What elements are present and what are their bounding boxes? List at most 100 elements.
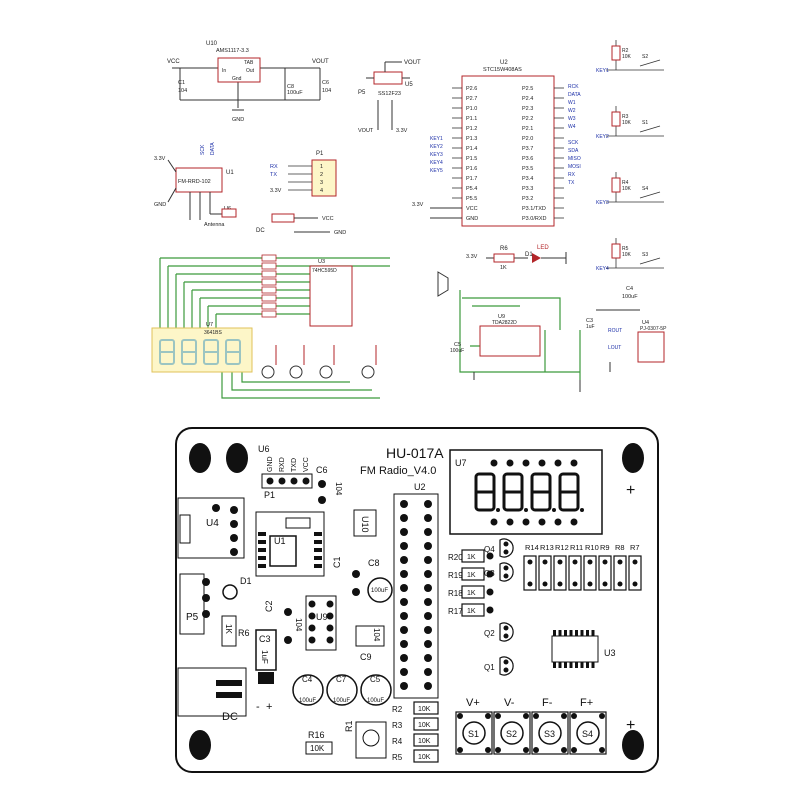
mcu-left-net: KEY5 — [430, 168, 443, 174]
mcu-right-net: SCK — [568, 140, 579, 146]
mcu-right-pin: P3.6 — [522, 156, 533, 162]
mcu-right-pin: P2.0 — [522, 136, 533, 142]
key-resistor-value: 10K — [622, 252, 632, 258]
pcb-r16-footprint — [305, 741, 333, 755]
pcb-transistor-ref: Q2 — [484, 629, 495, 638]
mcu-right-net: MOSI — [568, 164, 581, 170]
regulator-vcc-label: VCC — [167, 59, 180, 65]
regulator-out-pin: Out — [246, 68, 255, 74]
schematic-display-digits — [159, 339, 241, 365]
mounting-hole-top-left-2 — [226, 443, 248, 473]
mcu-right-net: W4 — [568, 124, 576, 130]
pcb-transistor — [499, 656, 514, 676]
key-resistor-value: 10K — [622, 186, 632, 192]
mcu-left-pin: P5.5 — [466, 196, 477, 202]
pcb-resistor-value: 1K — [467, 572, 476, 579]
led-3v3-label: 3.3V — [466, 254, 478, 260]
regulator-chip — [217, 57, 261, 83]
pcb-resistor — [461, 585, 485, 599]
pcb-c9-footprint — [355, 625, 385, 647]
fm-module-section: FM-RRD-102 U1 3.3V GND SCK DATA U6 Anten… — [154, 142, 237, 228]
pcb-resistor — [461, 567, 485, 581]
pcb-resistor-ref: R9 — [600, 543, 610, 552]
pcb-button-label: V+ — [466, 697, 480, 709]
key-resistor-ref: R4 — [622, 180, 629, 186]
mcu-right-pin: P2.4 — [522, 96, 533, 102]
u5-ref: U5 — [405, 82, 413, 88]
mcu-right-pin: P3.7 — [522, 146, 533, 152]
led-resistor-ref: R6 — [500, 246, 508, 252]
mcu-right-pin: P2.2 — [522, 116, 533, 122]
mcu-right-pin: P3.0/RXD — [522, 216, 546, 222]
pcb-button-ref: S3 — [544, 729, 555, 739]
p5-label: P5 — [358, 90, 366, 96]
audio-jack-ref: U4 — [642, 320, 649, 326]
header-pin-net: TX — [270, 172, 277, 178]
u5-vout-label: VOUT — [404, 60, 421, 66]
mcu-right-net: TX — [568, 180, 575, 186]
fm-gnd-label: GND — [154, 202, 166, 208]
shift-register-chip — [309, 265, 353, 327]
mcu-right-pin: P3.3 — [522, 186, 533, 192]
mcu-right-pin: P3.2 — [522, 196, 533, 202]
pcb-r1-label: R1 — [344, 720, 354, 732]
regulator-part: AMS1117-3.3 — [216, 48, 249, 54]
pcb-c6-label: C6 — [316, 465, 328, 475]
pcb-resistor — [461, 603, 485, 617]
pcb-p1-pin-label: RXD — [279, 457, 286, 472]
key-switch-ref: S4 — [642, 186, 648, 192]
pcb-c3-value: 1uF — [260, 650, 269, 664]
led-diode-symbol — [532, 253, 541, 263]
header-p1-ref: P1 — [316, 151, 324, 157]
pcb-resistor-ref: R8 — [615, 543, 625, 552]
fm-module-part: FM-RRD-102 — [178, 179, 211, 185]
pcb-button-label: F+ — [580, 697, 593, 709]
c6-ref: C6 — [322, 80, 329, 86]
pcb-u4-label: U4 — [206, 518, 219, 529]
pcb-p5-switch — [179, 573, 205, 635]
pcb-transistor — [499, 622, 514, 642]
pcb-buttons: V+S1V-S2F-S3F+S4 — [455, 697, 607, 755]
pcb-electrolytic-ref: C4 — [302, 675, 313, 684]
u5-part: SS12F23 — [378, 91, 401, 97]
pcb-resistor-ref: R5 — [392, 753, 403, 762]
mcu-right-pin: P2.5 — [522, 86, 533, 92]
shift-register-ref: U3 — [318, 259, 325, 265]
display-part: 3641BS — [204, 330, 222, 336]
pcb-electrolytic-ref: C5 — [370, 675, 381, 684]
audio-jack-symbol — [637, 331, 665, 363]
pcb-resistor-value: 10K — [418, 738, 431, 745]
pcb-u1-label: U1 — [274, 536, 286, 546]
dc-jack-symbol — [271, 213, 295, 223]
fm-module-ref: U1 — [226, 170, 234, 176]
fm-sck-net: SCK — [200, 144, 206, 155]
pcb-d1-label: D1 — [240, 576, 252, 586]
regulator-gnd-label: GND — [232, 117, 244, 123]
key-resistor-ref: R3 — [622, 114, 629, 120]
pcb-subtitle: FM Radio_V4.0 — [360, 465, 436, 477]
mcu-left-net: KEY2 — [430, 144, 443, 150]
pcb-u2-label: U2 — [414, 482, 426, 492]
display-symbol — [151, 327, 253, 373]
mcu-right-pin: P2.3 — [522, 106, 533, 112]
pcb-button-ref: S4 — [582, 729, 593, 739]
mcu-left-net: KEY1 — [430, 136, 443, 142]
header-pin-number: 1 — [320, 164, 323, 170]
pcb-r6-value: 1K — [224, 624, 233, 634]
pcb-resistor-ref: R4 — [392, 737, 403, 746]
mcu-part: STC15W408AS — [483, 67, 522, 73]
pcb-resistor — [538, 555, 552, 591]
pcb-electrolytic-cap — [360, 674, 392, 706]
dc-label: DC — [256, 228, 265, 234]
pcb-minus-label: - — [256, 701, 260, 713]
pcb-p1-label: P1 — [264, 490, 275, 500]
pcb-p1-pin-label: VCC — [303, 457, 310, 472]
c1-value: 104 — [178, 88, 187, 94]
c1-ref: C1 — [178, 80, 185, 86]
pcb-c6-value: 104 — [334, 482, 343, 496]
